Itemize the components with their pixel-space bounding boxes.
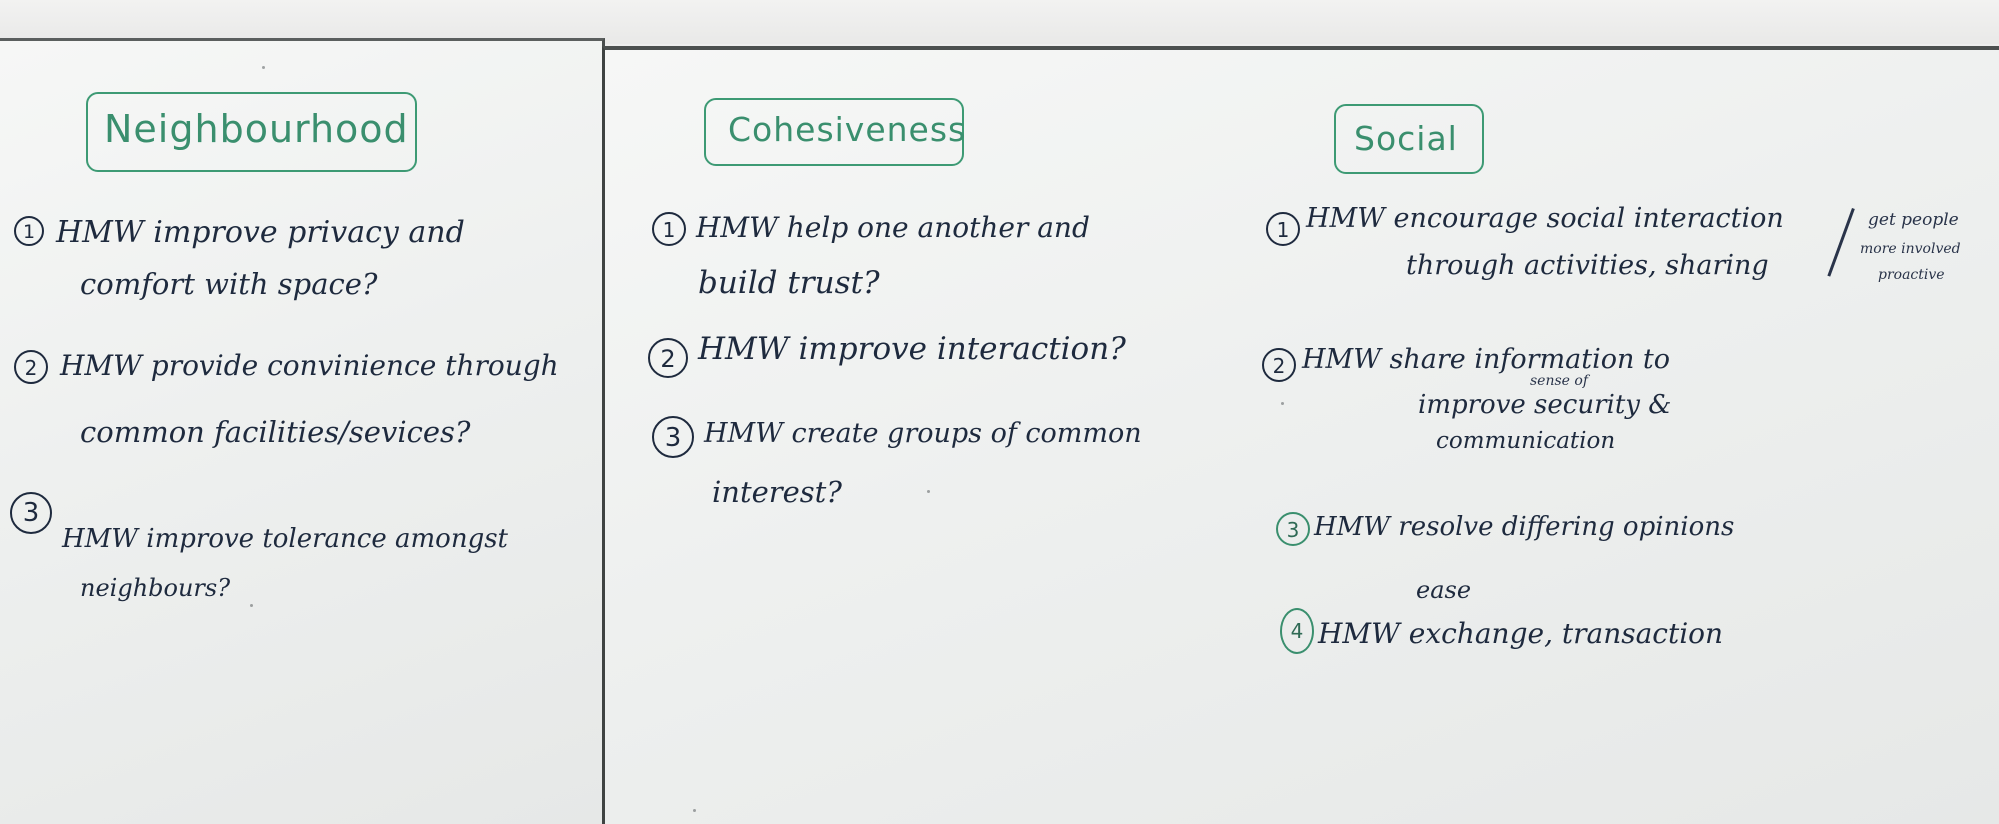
whiteboard-right bbox=[602, 46, 1999, 824]
item-line: HMW improve privacy and bbox=[56, 215, 465, 250]
item-line: comfort with space? bbox=[80, 267, 378, 301]
item-line: common facilities/sevices? bbox=[80, 415, 471, 449]
board-speck bbox=[1281, 402, 1284, 405]
item-line: through activities, sharing bbox=[1406, 250, 1769, 281]
item-line: neighbours? bbox=[80, 574, 231, 602]
item-number-2: 2 bbox=[14, 350, 48, 384]
item-line: communication bbox=[1436, 428, 1616, 454]
item-line: HMW create groups of common bbox=[704, 418, 1142, 449]
item-insert: sense of bbox=[1530, 373, 1589, 389]
item-number-4: 4 bbox=[1280, 608, 1314, 654]
item-number-1: 1 bbox=[1266, 212, 1300, 246]
heading-social: Social bbox=[1354, 119, 1458, 158]
item-number-3: 3 bbox=[652, 416, 694, 458]
item-line: HMW share information to bbox=[1302, 344, 1671, 375]
item-line: HMW exchange, transaction bbox=[1318, 617, 1724, 650]
item-number-1: 1 bbox=[14, 216, 44, 246]
item-line: HMW improve interaction? bbox=[698, 331, 1126, 367]
whiteboard-frame-top bbox=[0, 0, 1999, 44]
item-insert: ease bbox=[1416, 576, 1472, 604]
heading-frame-neighbourhood bbox=[86, 92, 417, 172]
item-number-2: 2 bbox=[1262, 348, 1296, 382]
board-speck bbox=[693, 809, 696, 812]
item-number-3: 3 bbox=[1276, 512, 1310, 546]
item-line: build trust? bbox=[698, 265, 880, 301]
side-note-line: more involved bbox=[1860, 241, 1961, 257]
heading-cohesiveness: Cohesiveness bbox=[728, 110, 967, 149]
item-line: HMW resolve differing opinions bbox=[1314, 512, 1735, 542]
heading-frame-cohesiveness bbox=[704, 98, 964, 166]
whiteboard-left bbox=[0, 38, 605, 824]
board-speck bbox=[262, 66, 265, 69]
item-line: HMW help one another and bbox=[696, 211, 1090, 244]
heading-frame-social bbox=[1334, 104, 1484, 174]
item-line: interest? bbox=[712, 475, 842, 509]
side-note-line: proactive bbox=[1878, 267, 1945, 283]
item-line: HMW provide convinience through bbox=[60, 349, 559, 382]
item-line: HMW improve tolerance amongst bbox=[62, 524, 508, 554]
heading-neighbourhood: Neighbourhood bbox=[104, 107, 409, 151]
board-speck bbox=[250, 604, 253, 607]
board-speck bbox=[927, 490, 930, 493]
item-number-3: 3 bbox=[10, 492, 52, 534]
side-note-line: get people bbox=[1868, 210, 1959, 230]
item-line: HMW encourage social interaction bbox=[1306, 203, 1784, 234]
item-number-2: 2 bbox=[648, 338, 688, 378]
item-number-1: 1 bbox=[652, 212, 686, 246]
item-line: improve security & bbox=[1418, 390, 1672, 420]
